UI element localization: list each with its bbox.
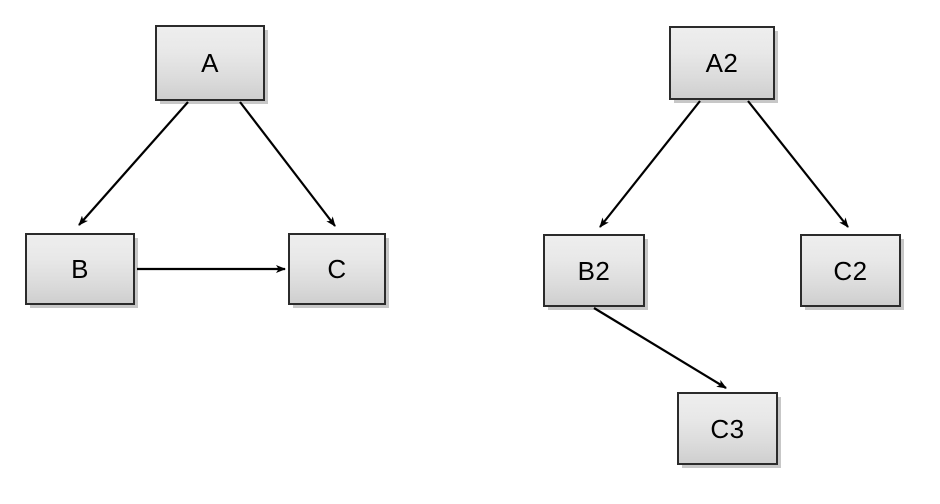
- node-c[interactable]: C: [288, 233, 386, 305]
- node-c-label: C: [327, 254, 347, 284]
- node-a[interactable]: A: [155, 25, 265, 101]
- node-b[interactable]: B: [25, 233, 135, 305]
- edge-a2-to-c2: [747, 100, 849, 228]
- node-a2-label: A2: [705, 48, 739, 78]
- node-a-label: A: [201, 48, 219, 78]
- node-a2[interactable]: A2: [669, 26, 775, 100]
- node-b2[interactable]: B2: [543, 234, 645, 307]
- node-c3-label: C3: [710, 413, 745, 444]
- node-b2-label: B2: [577, 255, 611, 286]
- edge-a-to-b: [78, 101, 189, 226]
- node-b-label: B: [71, 254, 89, 284]
- node-c3[interactable]: C3: [677, 392, 778, 465]
- edge-a2-to-b2: [599, 100, 701, 228]
- node-c2-label: C2: [833, 255, 868, 286]
- edge-a-to-c: [239, 101, 336, 227]
- edge-b2-to-c3: [593, 307, 727, 389]
- node-c2[interactable]: C2: [800, 234, 901, 307]
